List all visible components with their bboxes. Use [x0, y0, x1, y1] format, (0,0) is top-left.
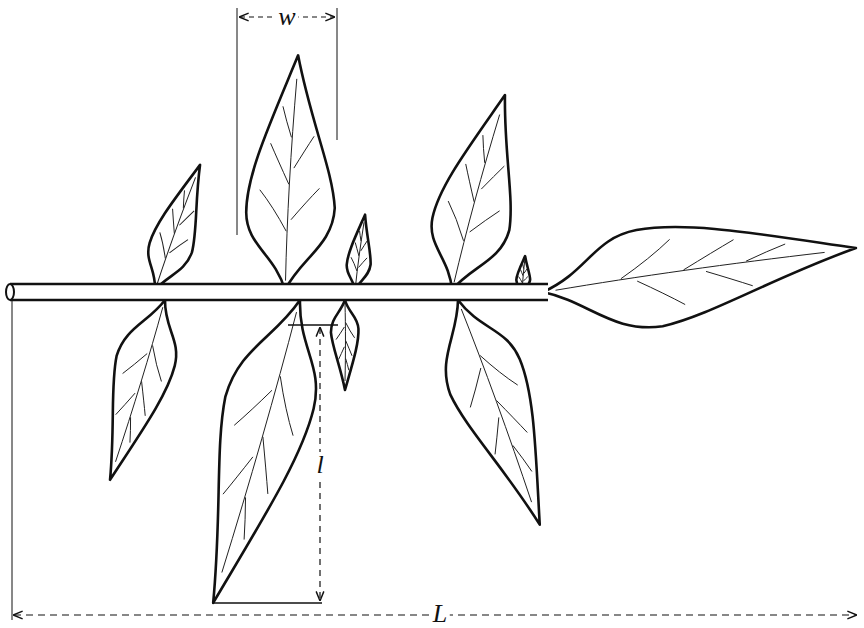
- dimension-label: l: [313, 452, 326, 478]
- dimension-label: w: [275, 4, 298, 30]
- dimension-label: L: [430, 601, 450, 627]
